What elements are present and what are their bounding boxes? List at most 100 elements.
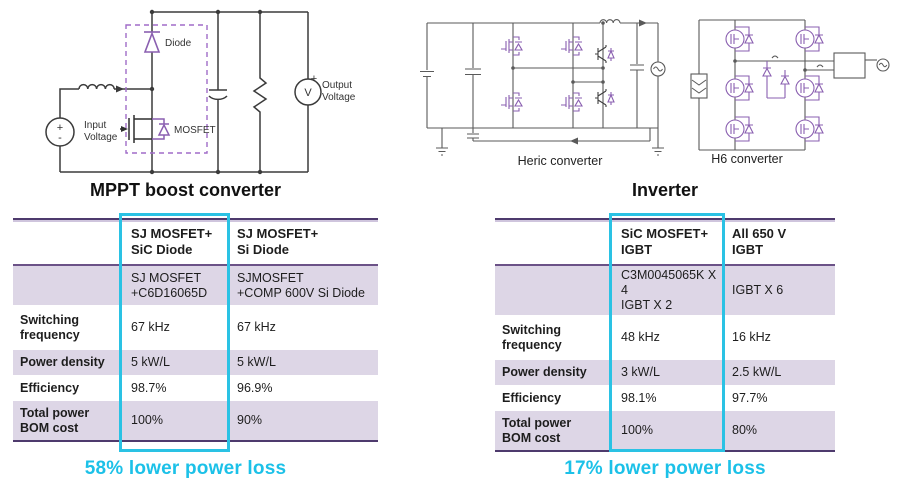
value-cell: 2.5 kW/L <box>732 365 782 379</box>
row-label-cell: Efficiency <box>502 390 562 405</box>
heric-converter-label: Heric converter <box>518 154 603 168</box>
value-cell: 16 kHz <box>732 330 771 344</box>
h6-converter-circuit: H6 converter <box>690 19 890 166</box>
heric-mosfet-s1 <box>500 36 523 56</box>
mppt-circuit-diagram: + - V + Diode MOSFET Input Voltage Outpu… <box>45 9 356 175</box>
mppt-comparison-table: SJ MOSFET+ SiC Diode SJ MOSFET+ Si Diode… <box>13 218 378 442</box>
heric-converter-circuit: Heric converter <box>420 19 666 168</box>
clamp-diodes <box>762 61 790 99</box>
h6-converter-label: H6 converter <box>711 152 783 166</box>
mosfet-symbol <box>120 115 152 143</box>
value-cell: IGBT X 6 <box>732 283 784 297</box>
inverter-comparison-table: SiC MOSFET+ IGBT All 650 V IGBT C3M00450… <box>495 218 835 452</box>
input-voltage-source <box>45 117 75 147</box>
h6-mosfet-1 <box>725 26 754 52</box>
row-label-cell: Efficiency <box>20 380 80 395</box>
source-plus-sign: + <box>57 122 63 134</box>
mosfet-label: MOSFET <box>174 125 216 136</box>
ground-symbol-right <box>652 128 664 156</box>
col1-header: SJ MOSFET+ SiC Diode <box>122 219 228 266</box>
output-voltage-label-line1: Output <box>322 80 352 91</box>
pv-panel-chevrons <box>691 79 707 94</box>
value-cell: 5 kW/L <box>237 355 276 369</box>
row-label-cell: Switching frequency <box>20 312 80 342</box>
grid-ac-sine-glyph <box>878 62 888 68</box>
ac-sine-glyph <box>653 66 663 72</box>
dc-source-symbol <box>420 23 434 128</box>
pv-panel-symbol <box>690 73 708 99</box>
row-label-cell: Total power BOM cost <box>502 415 572 445</box>
switching-frequency-row: Switching frequency 48 kHz 16 kHz <box>495 315 835 360</box>
output-current-arrow <box>639 19 647 27</box>
inverter-circuit-diagram: Heric converter <box>420 19 890 168</box>
mosfet-body-diode <box>152 118 171 140</box>
row-label-cell <box>13 265 122 305</box>
current-arrow <box>116 85 124 93</box>
return-current-arrow <box>570 137 578 145</box>
highlight-box-left-column <box>119 213 230 452</box>
heric-mosfet-s2 <box>560 36 583 56</box>
output-capacitor-symbol <box>208 12 228 172</box>
value-cell: 90% <box>237 413 263 427</box>
value-cell: 48 kHz <box>621 330 660 344</box>
col1-header: SiC MOSFET+ IGBT <box>612 219 723 266</box>
row-label-cell: Total power BOM cost <box>20 405 90 435</box>
device-row: SJ MOSFET +C6D16065D SJMOSFET +COMP 600V… <box>13 265 378 305</box>
voltmeter-plus-sign: + <box>311 73 317 85</box>
voltmeter-symbol <box>294 78 322 106</box>
bom-cost-row: Total power BOM cost 100% 80% <box>495 411 835 451</box>
inductor-symbol <box>78 83 115 90</box>
row-label-cell: Switching frequency <box>502 322 562 352</box>
dc-link-capacitor <box>465 23 481 128</box>
highlight-box-right-column <box>609 213 725 452</box>
row-label-cell <box>495 265 612 315</box>
value-cell: SJ MOSFET +C6D16065D <box>131 270 208 300</box>
corner-cell <box>13 219 122 266</box>
mppt-wires <box>59 11 309 173</box>
highlight-dashed-box <box>125 24 208 154</box>
h6-junction-dots <box>733 59 807 72</box>
value-cell: 100% <box>131 413 163 427</box>
mppt-title: MPPT boost converter <box>89 180 282 200</box>
value-cell: 98.1% <box>621 390 657 405</box>
efficiency-row: Efficiency 98.7% 96.9% <box>13 375 378 401</box>
col2-header: All 650 V IGBT <box>723 219 835 266</box>
junction-dots <box>149 9 263 175</box>
device-row: C3M0045065K X 4 IGBT X 2 IGBT X 6 <box>495 265 835 315</box>
efficiency-row: Efficiency 98.1% 97.7% <box>495 385 835 411</box>
value-cell: 5 kW/L <box>131 355 170 369</box>
output-voltage-label-line2: Voltage <box>322 92 356 103</box>
boost-diode-symbol <box>143 31 161 53</box>
heric-mosfet-s3 <box>500 92 523 112</box>
header-row: SJ MOSFET+ SiC Diode SJ MOSFET+ Si Diode <box>13 219 378 266</box>
value-cell: SJMOSFET +COMP 600V Si Diode <box>237 270 365 300</box>
mppt-power-loss-caption: 58% lower power loss <box>84 458 287 479</box>
h6-mosfet-6 <box>795 116 824 142</box>
ground-symbol-left <box>436 128 448 156</box>
h6-mosfet-3 <box>725 75 754 101</box>
power-density-row: Power density 5 kW/L 5 kW/L <box>13 350 378 375</box>
h6-mosfet-2 <box>795 26 824 52</box>
value-cell: 96.9% <box>237 380 273 395</box>
heric-igbt-s6 <box>594 88 615 108</box>
value-cell: 67 kHz <box>131 320 170 334</box>
input-voltage-label-line2: Voltage <box>84 132 118 143</box>
bom-cost-row: Total power BOM cost 100% 90% <box>13 401 378 441</box>
value-cell: C3M0045065K X 4 IGBT X 2 <box>621 268 717 312</box>
filter-capacitor <box>630 23 644 128</box>
inverter-power-loss-caption: 17% lower power loss <box>564 458 766 479</box>
source-minus-sign: - <box>58 132 62 144</box>
h6-mosfet-4 <box>795 75 824 101</box>
value-cell: 3 kW/L <box>621 365 660 379</box>
row-label-cell: Power density <box>20 355 105 369</box>
value-cell: 100% <box>621 423 653 437</box>
col2-header: SJ MOSFET+ Si Diode <box>228 219 378 266</box>
voltmeter-letter: V <box>304 87 312 99</box>
heric-wires <box>420 19 664 156</box>
power-density-row: Power density 3 kW/L 2.5 kW/L <box>495 360 835 385</box>
value-cell: 98.7% <box>131 380 167 395</box>
corner-cell <box>495 219 612 266</box>
header-row: SiC MOSFET+ IGBT All 650 V IGBT <box>495 219 835 266</box>
heric-mosfet-s4 <box>560 92 583 112</box>
